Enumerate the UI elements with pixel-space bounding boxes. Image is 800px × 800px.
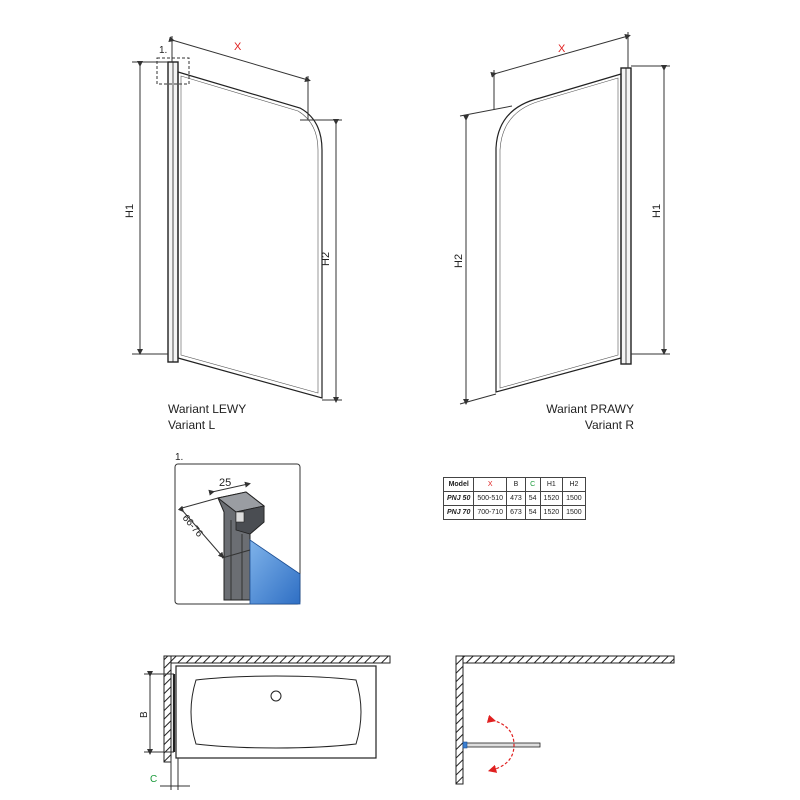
bathtub-basin	[190, 675, 362, 749]
right-elevation: X H2 H1	[453, 32, 670, 405]
glass-edge	[249, 539, 301, 605]
x-dimension-label: X	[234, 41, 242, 53]
left-variant-caption: Wariant LEWY Variant L	[168, 401, 246, 433]
wall-top	[455, 655, 675, 664]
screen-panel	[463, 742, 541, 748]
cell-h1: 1520	[539, 505, 564, 520]
cell-x: 700-710	[473, 505, 508, 520]
cell-b: 473	[506, 491, 526, 506]
wall-left	[163, 655, 172, 763]
left-elevation: 1. X H1 H2	[124, 36, 342, 403]
range-dimension-line	[177, 505, 224, 559]
col-c: C	[524, 477, 541, 492]
cell-c: 54	[524, 491, 541, 506]
cell-h2: 1500	[562, 491, 586, 506]
table-row: PNJ 50 500-510 473 54 1520 1500	[442, 491, 586, 506]
wall-top	[163, 655, 391, 664]
b-dimension-label: B	[139, 711, 150, 718]
cell-h2: 1500	[562, 505, 586, 520]
plan-view-swing	[455, 655, 675, 785]
cell-model: PNJ 50	[442, 491, 475, 506]
h2-dimension-label: H2	[320, 252, 332, 266]
cell-model: PNJ 70	[442, 505, 475, 520]
drain	[270, 690, 282, 702]
cell-x: 500-510	[473, 491, 508, 506]
h1-dimension-label: H1	[651, 204, 663, 218]
width-dimension-line	[208, 481, 251, 496]
glass-panel-left	[177, 71, 323, 399]
detail-ref-label: 1.	[159, 45, 167, 56]
h2-dimension-label: H2	[453, 254, 465, 268]
col-model: Model	[442, 477, 475, 492]
detail-title: 1.	[175, 452, 183, 463]
x-dimension-line	[490, 33, 631, 78]
left-variant-line2: Variant L	[168, 418, 216, 432]
col-b: B	[506, 477, 526, 492]
col-x: X	[473, 477, 508, 492]
hinge	[462, 741, 468, 749]
swing-arrow-icon	[486, 714, 515, 773]
col-h1: H1	[539, 477, 564, 492]
width-dimension-label: 25	[219, 477, 231, 489]
spec-table-header: Model X B C H1 H2	[442, 477, 586, 492]
x-dimension-line	[168, 36, 311, 83]
c-dimension-label: C	[150, 774, 157, 785]
right-variant-line2: Variant R	[584, 418, 634, 432]
cell-b: 673	[506, 505, 526, 520]
h1-dimension-label: H1	[124, 204, 136, 218]
cell-c: 54	[524, 505, 541, 520]
cell-h1: 1520	[539, 491, 564, 506]
wall-left	[455, 655, 464, 785]
plan-view-bathtub: B C	[139, 655, 391, 790]
spec-table: Model X B C H1 H2 PNJ 50 500-510 473 54 …	[442, 477, 586, 520]
glass-panel-right	[495, 73, 622, 393]
col-h2: H2	[562, 477, 586, 492]
right-variant-caption: Wariant PRAWY Variant R	[538, 401, 634, 433]
right-variant-line1: Wariant PRAWY	[546, 402, 634, 416]
table-row: PNJ 70 700-710 673 54 1520 1500	[442, 505, 586, 520]
detail-view: 1. 25 66-76	[174, 452, 301, 605]
left-variant-line1: Wariant LEWY	[168, 402, 247, 416]
x-dimension-label: X	[558, 43, 566, 55]
